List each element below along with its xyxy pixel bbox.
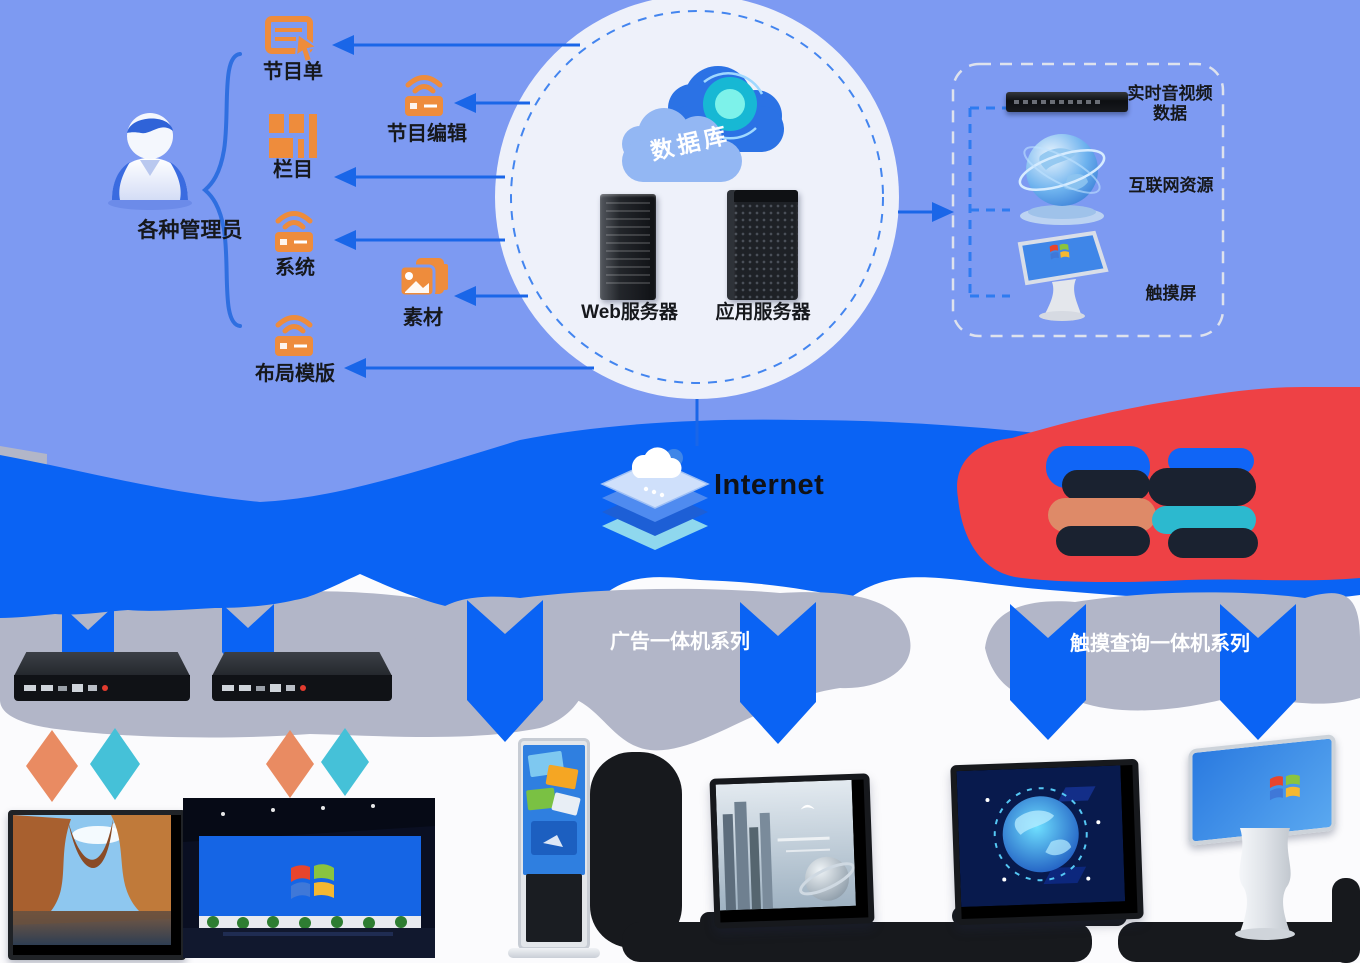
lan-port	[72, 684, 83, 692]
series-label-advertising: 广告一体机系列	[610, 631, 750, 653]
function-label-system: 系统	[275, 257, 315, 279]
usb-port	[286, 685, 295, 691]
series-label-touch-query: 触摸查询一体机系列	[1070, 633, 1250, 655]
diamond-arrow-orange	[26, 730, 78, 802]
antenna-led	[102, 685, 108, 691]
usb-port	[88, 685, 97, 691]
player-top-face	[14, 652, 190, 676]
app-server-label: 应用服务器	[715, 302, 811, 323]
player-top-face	[212, 652, 392, 676]
touch-screen-label: 触摸屏	[1145, 284, 1197, 303]
wall-display-city	[709, 773, 875, 929]
down-arrow-touchtable	[1220, 604, 1296, 740]
sd-slot	[58, 685, 67, 691]
media-player-box	[212, 652, 392, 706]
masked-caption	[1118, 922, 1360, 962]
platform-circle	[495, 0, 899, 399]
led-tv-canyon	[8, 810, 186, 960]
touch-kiosk-icon	[1014, 228, 1110, 322]
function-label-columns: 栏目	[273, 159, 313, 181]
internet-label: Internet	[714, 469, 825, 501]
player-front-face	[212, 675, 392, 701]
kiosk-foot	[508, 948, 600, 958]
touch-table-kiosk	[1188, 734, 1338, 942]
realtime-av-label-line1: 实时音视频	[1127, 84, 1213, 103]
web-server-tower	[600, 194, 656, 300]
material-icon	[396, 256, 450, 309]
internet-stack-icon	[596, 442, 714, 552]
platform-circle-dashed-ring	[510, 10, 884, 384]
database-cloud-icon: 数据库	[600, 48, 800, 198]
hdmi-port	[239, 685, 251, 691]
diamond-arrow-teal	[321, 728, 369, 796]
web-server-label: Web服务器	[581, 302, 678, 323]
masked-blob-dark	[1168, 528, 1258, 558]
function-label-program-list: 节目单	[263, 61, 323, 83]
external-sources-bracket	[968, 106, 1010, 298]
av-encoder-device	[1006, 92, 1128, 112]
function-label-program-edit: 节目编辑	[387, 123, 467, 145]
masked-caption	[590, 752, 682, 948]
hdmi-port	[41, 685, 53, 691]
player-front-face	[14, 675, 190, 701]
diamond-arrow-orange	[266, 730, 314, 798]
admin-person-icon	[98, 106, 202, 210]
antenna-led	[300, 685, 306, 691]
app-server-tower	[727, 190, 798, 300]
down-arrow-globedisplay	[1010, 604, 1086, 740]
system-icon	[270, 208, 318, 261]
function-label-layout-template: 布局模版	[255, 363, 335, 385]
masked-blob-teal	[1152, 506, 1256, 534]
media-player-box	[14, 652, 190, 706]
hdmi-port	[24, 685, 36, 691]
touch-table-pedestal	[1235, 828, 1295, 940]
connection-arrows	[352, 43, 934, 446]
wall-display-globe	[909, 758, 1144, 926]
led-video-wall	[183, 798, 435, 958]
internet-resource-label: 互联网资源	[1128, 176, 1214, 195]
admin-label: 各种管理员	[137, 219, 243, 242]
down-arrow-citydisplay	[740, 602, 816, 744]
diamond-arrows	[26, 728, 369, 802]
masked-blob-dark	[1056, 526, 1150, 556]
arrow-heads	[332, 35, 954, 378]
external-sources-box	[951, 62, 1225, 338]
program-list-icon	[265, 16, 320, 69]
touch-table-screen	[1188, 734, 1336, 846]
red-banner-masked-blobs	[1046, 446, 1258, 558]
diamond-arrow-teal	[90, 728, 140, 800]
kiosk-base	[526, 874, 582, 942]
masked-blob-orange	[1048, 498, 1156, 532]
lan-port	[270, 684, 281, 692]
masked-caption	[1332, 878, 1360, 963]
masked-blob-blue	[1168, 448, 1254, 474]
realtime-av-label-line2: 数据	[1153, 104, 1187, 124]
masked-caption	[622, 922, 1092, 962]
hdmi-port	[222, 685, 234, 691]
function-label-material: 素材	[403, 307, 443, 329]
realtime-av-label: 实时音视频 数据	[1100, 84, 1240, 125]
admin-brace	[201, 52, 242, 328]
internet-globe-icon	[1018, 128, 1110, 228]
layout-template-icon	[270, 312, 318, 365]
masked-blob-dark	[1148, 468, 1256, 506]
columns-icon	[267, 112, 319, 165]
down-arrow-kiosk	[467, 600, 543, 742]
sd-slot	[256, 685, 265, 691]
vertical-ad-kiosk	[518, 738, 590, 950]
masked-blob-dark	[1062, 470, 1150, 500]
program-edit-icon	[400, 72, 448, 125]
